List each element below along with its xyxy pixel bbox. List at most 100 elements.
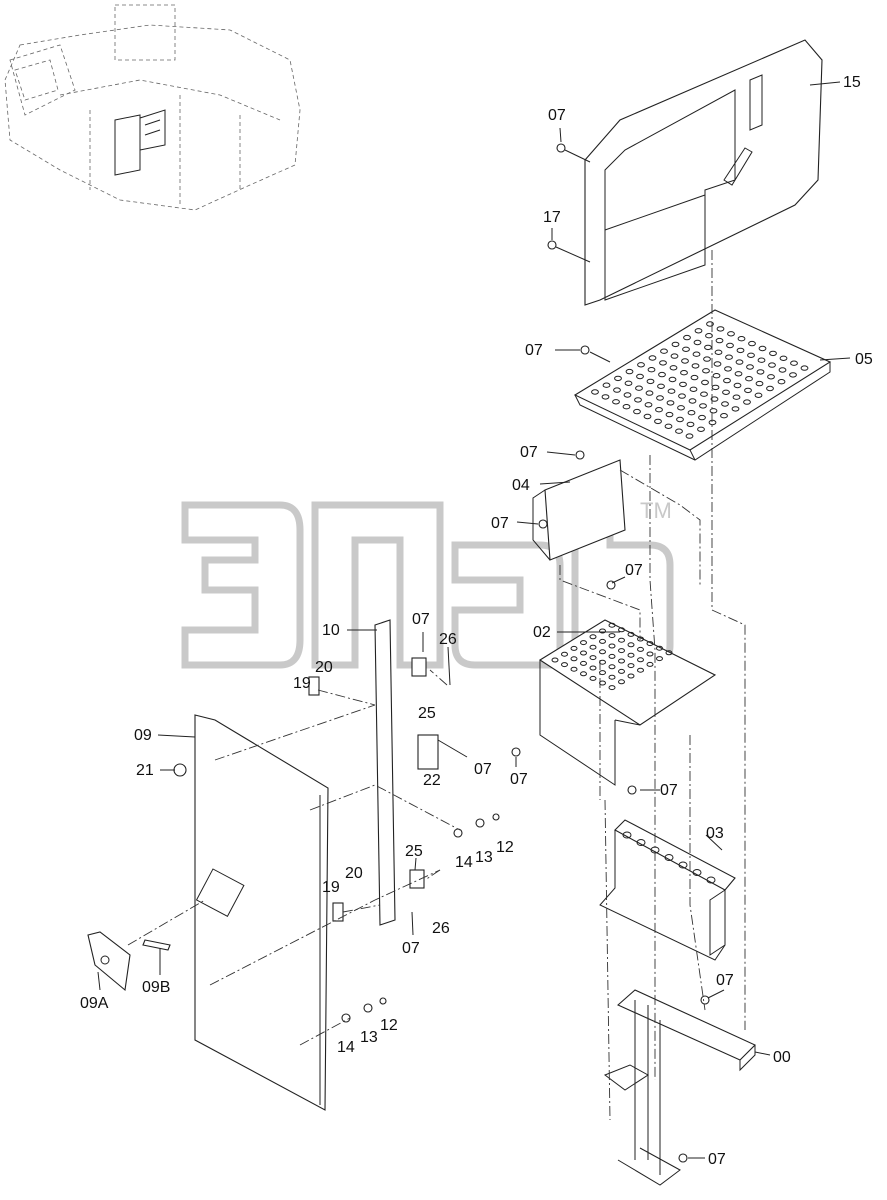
hole-icon bbox=[665, 650, 673, 656]
hole-icon bbox=[779, 355, 788, 361]
part-22-latch bbox=[417, 734, 439, 770]
label-07: 07 bbox=[520, 444, 538, 461]
hole-icon bbox=[627, 673, 635, 679]
hole-icon bbox=[677, 405, 685, 411]
hole-icon bbox=[633, 408, 641, 415]
hole-icon bbox=[635, 385, 643, 391]
hole-icon bbox=[756, 369, 765, 375]
label-15: 15 bbox=[843, 74, 861, 91]
leader-lines bbox=[97, 81, 851, 1159]
hole-icon bbox=[744, 387, 752, 394]
hole-icon bbox=[768, 362, 776, 368]
hole-icon bbox=[589, 634, 597, 640]
hole-icon bbox=[769, 350, 777, 357]
part-15-cover-panel bbox=[584, 39, 823, 306]
washer-icon bbox=[492, 813, 500, 821]
hole-icon bbox=[644, 402, 653, 408]
assembly-lines bbox=[127, 250, 746, 1121]
hole-icon bbox=[643, 413, 652, 420]
hole-icon bbox=[645, 390, 654, 396]
hole-icon bbox=[699, 403, 707, 409]
hole-icon bbox=[704, 344, 712, 351]
hole-icon bbox=[624, 380, 633, 386]
bolt-icon bbox=[511, 747, 521, 757]
hole-icon bbox=[713, 361, 722, 367]
hole-icon bbox=[618, 648, 625, 654]
hole-icon bbox=[724, 366, 732, 372]
bolt-icon bbox=[627, 785, 637, 795]
hole-icon bbox=[637, 636, 644, 642]
hole-icon bbox=[599, 628, 606, 634]
slot-icon bbox=[636, 839, 646, 846]
part-05-perforated-tray bbox=[573, 309, 832, 461]
machine-overview-sketch bbox=[4, 4, 301, 211]
hole-icon bbox=[685, 433, 694, 439]
label-07: 07 bbox=[660, 782, 678, 799]
hole-icon bbox=[580, 640, 587, 646]
hole-icon bbox=[694, 328, 703, 334]
hole-icon bbox=[743, 399, 751, 405]
label-13: 13 bbox=[360, 1029, 378, 1046]
hole-icon bbox=[637, 657, 644, 663]
hole-icon bbox=[671, 341, 680, 348]
slot-icon bbox=[664, 854, 674, 861]
label-12: 12 bbox=[380, 1017, 398, 1034]
label-21: 21 bbox=[136, 762, 154, 779]
knob-icon bbox=[173, 763, 187, 777]
part-00-stand bbox=[603, 989, 756, 1186]
hole-icon bbox=[690, 374, 699, 381]
hole-icon bbox=[778, 367, 787, 373]
label-10: 10 bbox=[322, 622, 340, 639]
hole-icon bbox=[561, 651, 568, 657]
hole-icon bbox=[646, 641, 654, 647]
hole-icon bbox=[682, 346, 690, 352]
slot-icon bbox=[706, 876, 716, 884]
hole-icon bbox=[732, 394, 741, 400]
hole-icon bbox=[683, 334, 691, 341]
hole-icon bbox=[589, 655, 597, 661]
hole-icon bbox=[720, 413, 728, 419]
hole-icon bbox=[790, 360, 798, 366]
hole-icon bbox=[746, 364, 754, 370]
hole-icon bbox=[800, 365, 809, 371]
label-20: 20 bbox=[345, 865, 363, 882]
hole-icon bbox=[646, 378, 655, 385]
hole-icon bbox=[789, 372, 797, 378]
hole-icon bbox=[725, 354, 733, 360]
hole-icon bbox=[686, 421, 695, 428]
hole-icon bbox=[667, 388, 676, 394]
hole-icon bbox=[618, 658, 625, 664]
hole-icon bbox=[646, 651, 654, 657]
part-19-clip-bottom bbox=[332, 902, 344, 922]
hole-icon bbox=[580, 671, 587, 677]
hole-icon bbox=[777, 379, 786, 385]
hole-icon bbox=[723, 377, 731, 384]
hole-icon bbox=[665, 411, 674, 418]
label-09: 09 bbox=[134, 727, 152, 744]
hole-icon bbox=[589, 665, 597, 671]
hole-icon bbox=[656, 656, 663, 662]
hole-icon bbox=[646, 661, 654, 667]
hole-icon bbox=[735, 359, 744, 365]
hole-icon bbox=[623, 392, 632, 398]
hole-icon bbox=[613, 387, 621, 393]
hole-icon bbox=[589, 644, 597, 650]
hole-icon bbox=[737, 336, 746, 342]
label-00: 00 bbox=[773, 1049, 791, 1066]
label-25: 25 bbox=[405, 843, 423, 860]
hole-icon bbox=[731, 406, 740, 412]
label-07: 07 bbox=[625, 562, 643, 579]
hole-icon bbox=[716, 326, 725, 332]
hole-icon bbox=[675, 428, 683, 434]
washer-icon bbox=[363, 1003, 373, 1013]
hole-icon bbox=[754, 392, 763, 398]
hole-icon bbox=[687, 410, 696, 416]
hole-icon bbox=[748, 340, 756, 347]
hole-icon bbox=[701, 379, 709, 386]
hole-icon bbox=[612, 399, 620, 405]
hole-icon bbox=[608, 633, 616, 639]
hole-icon bbox=[608, 674, 616, 680]
label-07: 07 bbox=[716, 972, 734, 989]
hole-icon bbox=[580, 660, 587, 666]
hole-icon bbox=[710, 396, 719, 402]
